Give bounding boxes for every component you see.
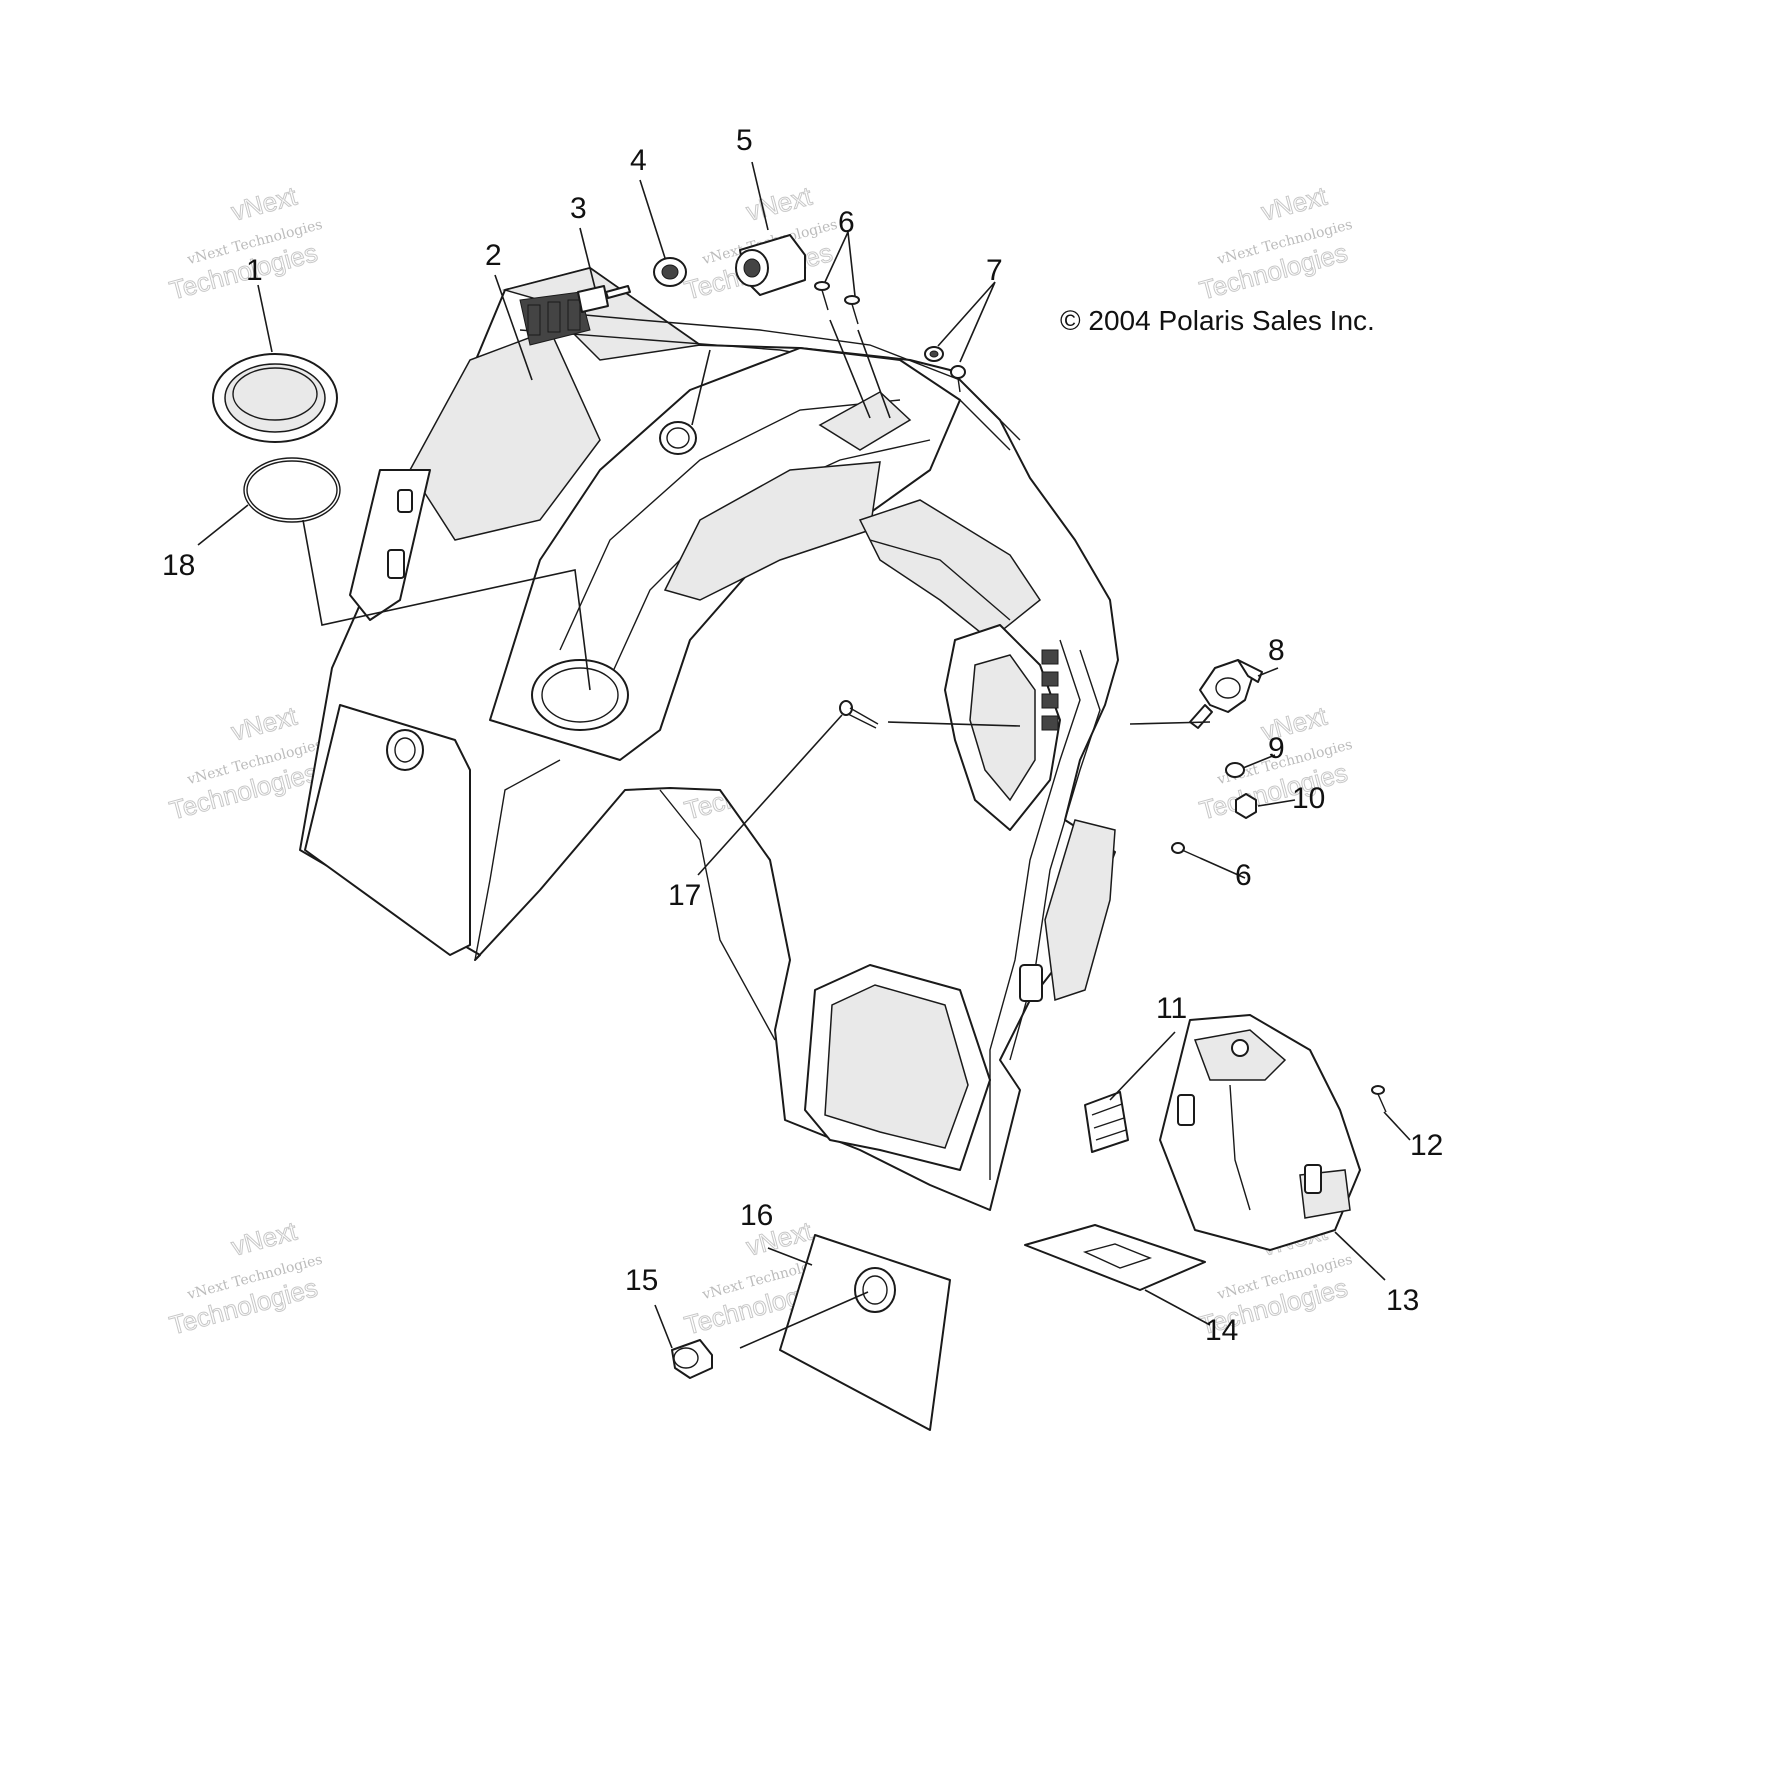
switch-nut	[653, 257, 687, 287]
switch	[1041, 649, 1059, 665]
callout-6-right: 6	[1235, 859, 1252, 892]
fill-ring	[212, 353, 338, 443]
callout-15: 15	[625, 1264, 658, 1297]
switch	[1041, 671, 1059, 687]
callout-14: 14	[1205, 1314, 1238, 1347]
fuel-fill-opening	[531, 659, 629, 731]
push-nut	[924, 346, 944, 362]
callout-10: 10	[1292, 782, 1325, 815]
watermark-group: vNext vNext Technologies Technologies	[166, 700, 324, 826]
callout-13: 13	[1386, 1284, 1419, 1317]
o-ring	[243, 457, 341, 523]
fuse-block	[1084, 1091, 1129, 1153]
vent-slot	[547, 301, 561, 333]
switch	[1041, 693, 1059, 709]
vent-slot	[527, 304, 541, 336]
left-panel	[304, 704, 471, 956]
copyright-notice: © 2004 Polaris Sales Inc.	[1060, 305, 1375, 336]
vent-slot	[567, 299, 581, 331]
screw	[844, 295, 860, 325]
callouts: 1 2 3 4 5 6 6 7 8 9 10 11 12 13 14 15 16…	[162, 124, 1443, 1347]
callout-6-top: 6	[838, 206, 855, 239]
ignition-opening	[659, 421, 697, 455]
washer	[1225, 762, 1245, 778]
access-door	[779, 1234, 951, 1431]
screw	[814, 281, 830, 311]
leader-lines	[197, 161, 1411, 1349]
console-body	[299, 267, 1119, 1211]
long-screw	[839, 700, 879, 729]
callout-12: 12	[1410, 1129, 1443, 1162]
screw	[1171, 842, 1201, 859]
switch	[1041, 715, 1059, 731]
callout-5: 5	[736, 124, 753, 157]
screw	[1371, 1085, 1387, 1113]
callout-9: 9	[1268, 732, 1285, 765]
gauge-bracket	[1189, 659, 1263, 729]
watermark-text: vNext	[228, 180, 301, 226]
callout-18: 18	[162, 549, 195, 582]
watermark-text: vNext	[228, 1215, 301, 1261]
callout-17: 17	[668, 879, 701, 912]
watermark-text: vNext	[1258, 180, 1331, 226]
callout-4: 4	[630, 144, 647, 177]
watermark-text: vNext	[228, 700, 301, 746]
watermark-group: vNext vNext Technologies Technologies	[1196, 180, 1354, 306]
latch	[1019, 964, 1043, 1002]
hex-nut	[1235, 793, 1257, 819]
ignition-switch	[735, 234, 806, 296]
storage-box	[1159, 1014, 1361, 1251]
callout-16: 16	[740, 1199, 773, 1232]
watermark-group: vNext vNext Technologies Technologies	[166, 1215, 324, 1341]
push-nut	[950, 365, 966, 393]
storage-mat	[1024, 1224, 1206, 1291]
callout-3: 3	[570, 192, 587, 225]
callout-8: 8	[1268, 634, 1285, 667]
watermark-text: vNext	[743, 180, 816, 226]
callout-1: 1	[246, 254, 263, 287]
watermark-group: vNext vNext Technologies Technologies	[166, 180, 324, 306]
callout-2: 2	[485, 239, 502, 272]
panel-hole	[386, 729, 424, 771]
callout-11: 11	[1156, 992, 1187, 1025]
callout-7: 7	[986, 254, 1003, 287]
door-knob	[671, 1339, 713, 1379]
ignition-key	[577, 285, 631, 313]
